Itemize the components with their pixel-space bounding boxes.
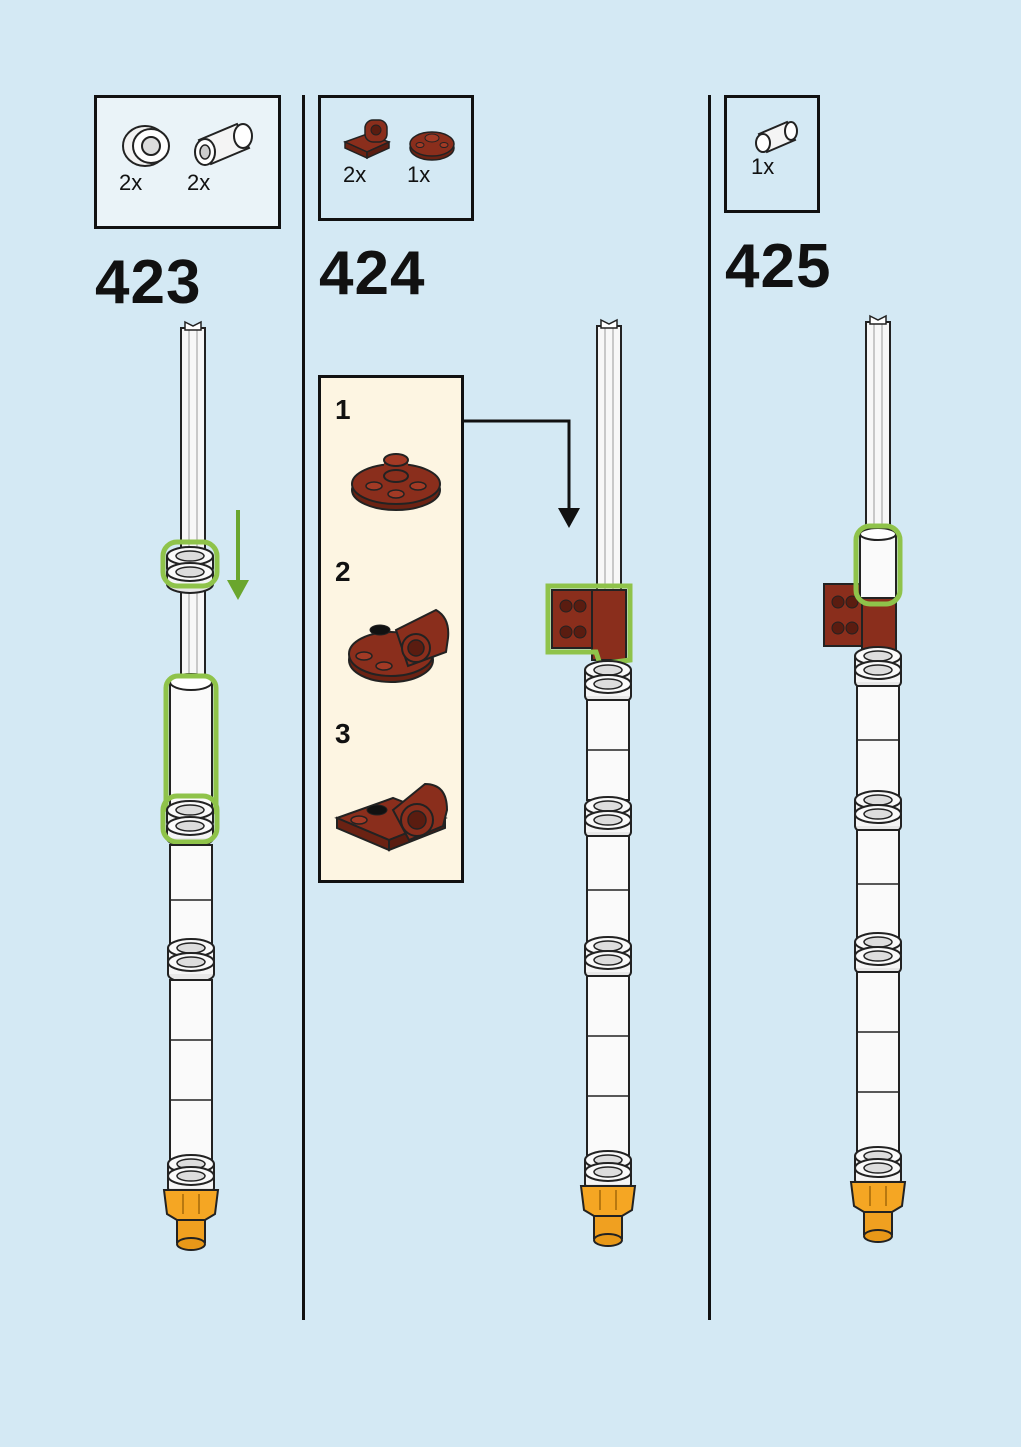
axle-assembly-424 <box>464 320 635 1246</box>
axle-assembly-425 <box>824 316 905 1242</box>
axle-assembly-423 <box>163 322 249 1250</box>
